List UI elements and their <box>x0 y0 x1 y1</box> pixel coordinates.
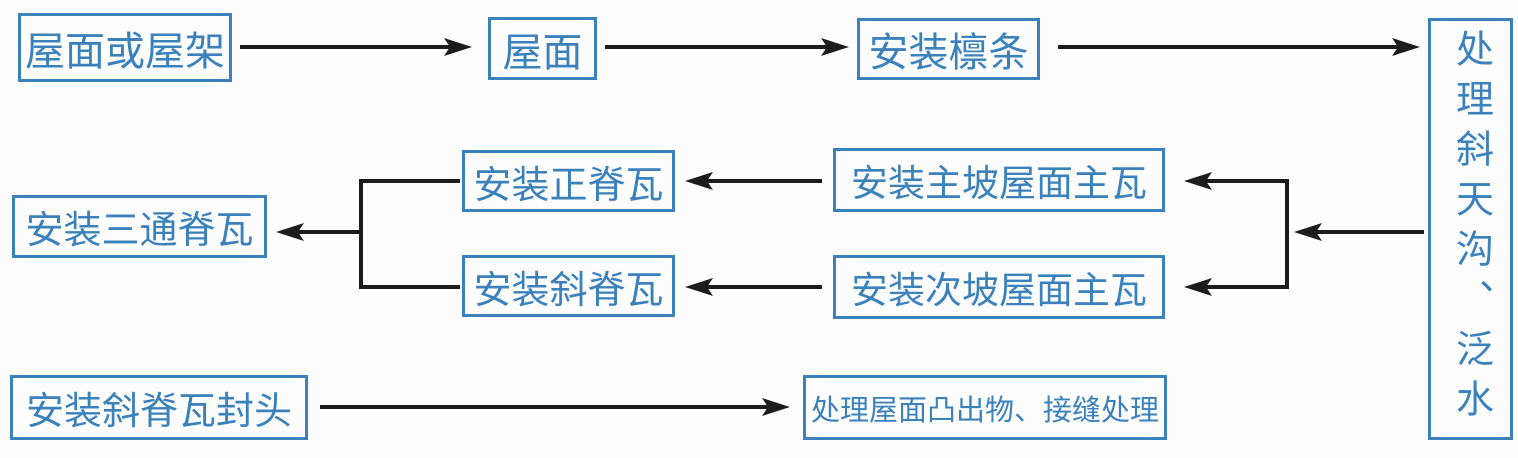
flow-node-tee-ridge-tiles: 安装三通脊瓦 <box>12 195 267 258</box>
flow-node-hip-ridge-tiles: 安装斜脊瓦 <box>462 255 675 317</box>
flow-node-label: 处理屋面凸出物、接缝处理 <box>810 394 1159 427</box>
flow-node-label: 安装三通脊瓦 <box>25 210 254 252</box>
flow-node-protrusions-seams: 处理屋面凸出物、接缝处理 <box>803 375 1167 440</box>
flow-node-main-ridge-tiles: 安装正脊瓦 <box>462 150 675 212</box>
flow-node-label: 安装主坡屋面主瓦 <box>851 163 1147 204</box>
flow-node-hip-ridge-end-caps: 安装斜脊瓦封头 <box>10 375 308 440</box>
flow-node-label: 安装次坡屋面主瓦 <box>851 270 1147 311</box>
flow-node-label: 安装檩条 <box>868 31 1029 75</box>
flow-node-install-purlins: 安装檩条 <box>857 18 1040 80</box>
flow-node-label: 安装斜脊瓦封头 <box>25 391 292 433</box>
flow-node-main-slope-tiles: 安装主坡屋面主瓦 <box>833 148 1165 212</box>
flow-node-label: 安装正脊瓦 <box>473 164 664 207</box>
flow-node-label: 屋面 <box>502 30 583 75</box>
flow-node-label: 屋面或屋架 <box>25 29 225 74</box>
flow-node-roof-or-truss: 屋面或屋架 <box>18 13 232 82</box>
flow-node-valley-flashing: 处理斜天沟、泛水 <box>1428 18 1513 440</box>
flow-node-roof: 屋面 <box>488 17 597 80</box>
flow-node-label: 处理斜天沟、泛水 <box>1449 29 1492 429</box>
flow-node-secondary-slope-tiles: 安装次坡屋面主瓦 <box>833 255 1165 319</box>
flow-node-label: 安装斜脊瓦 <box>473 269 664 312</box>
